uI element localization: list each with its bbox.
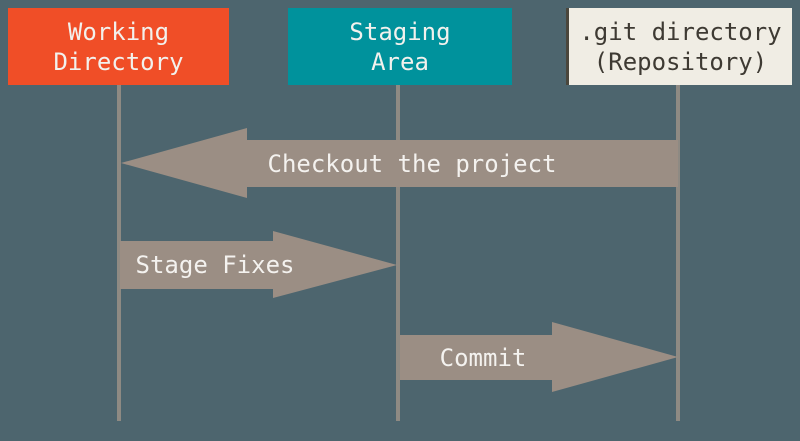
staging-area-lifeline [396, 85, 400, 421]
working-directory-box: Working Directory [8, 8, 229, 85]
staging-area-box: Staging Area [288, 8, 512, 85]
commit-arrow-label: Commit [439, 344, 527, 372]
checkout-arrow [121, 128, 678, 198]
git-directory-lifeline [676, 85, 680, 421]
staging-area-label-line2: Area [371, 47, 429, 76]
git-directory-label-line1: .git directory [579, 17, 782, 46]
working-directory-lifeline [117, 85, 121, 421]
commit-arrow [400, 322, 678, 392]
git-directory-box: .git directory (Repository) [566, 8, 792, 85]
stage-fixes-arrow-label: Stage Fixes [135, 251, 295, 279]
working-directory-label-line2: Directory [53, 47, 184, 76]
working-directory-label-line1: Working [67, 17, 170, 46]
staging-area-label-line1: Staging [349, 17, 451, 46]
git-directory-label-line2: (Repository) [593, 47, 768, 76]
checkout-arrow-label: Checkout the project [267, 150, 557, 178]
stage-fixes-arrow [120, 231, 397, 298]
